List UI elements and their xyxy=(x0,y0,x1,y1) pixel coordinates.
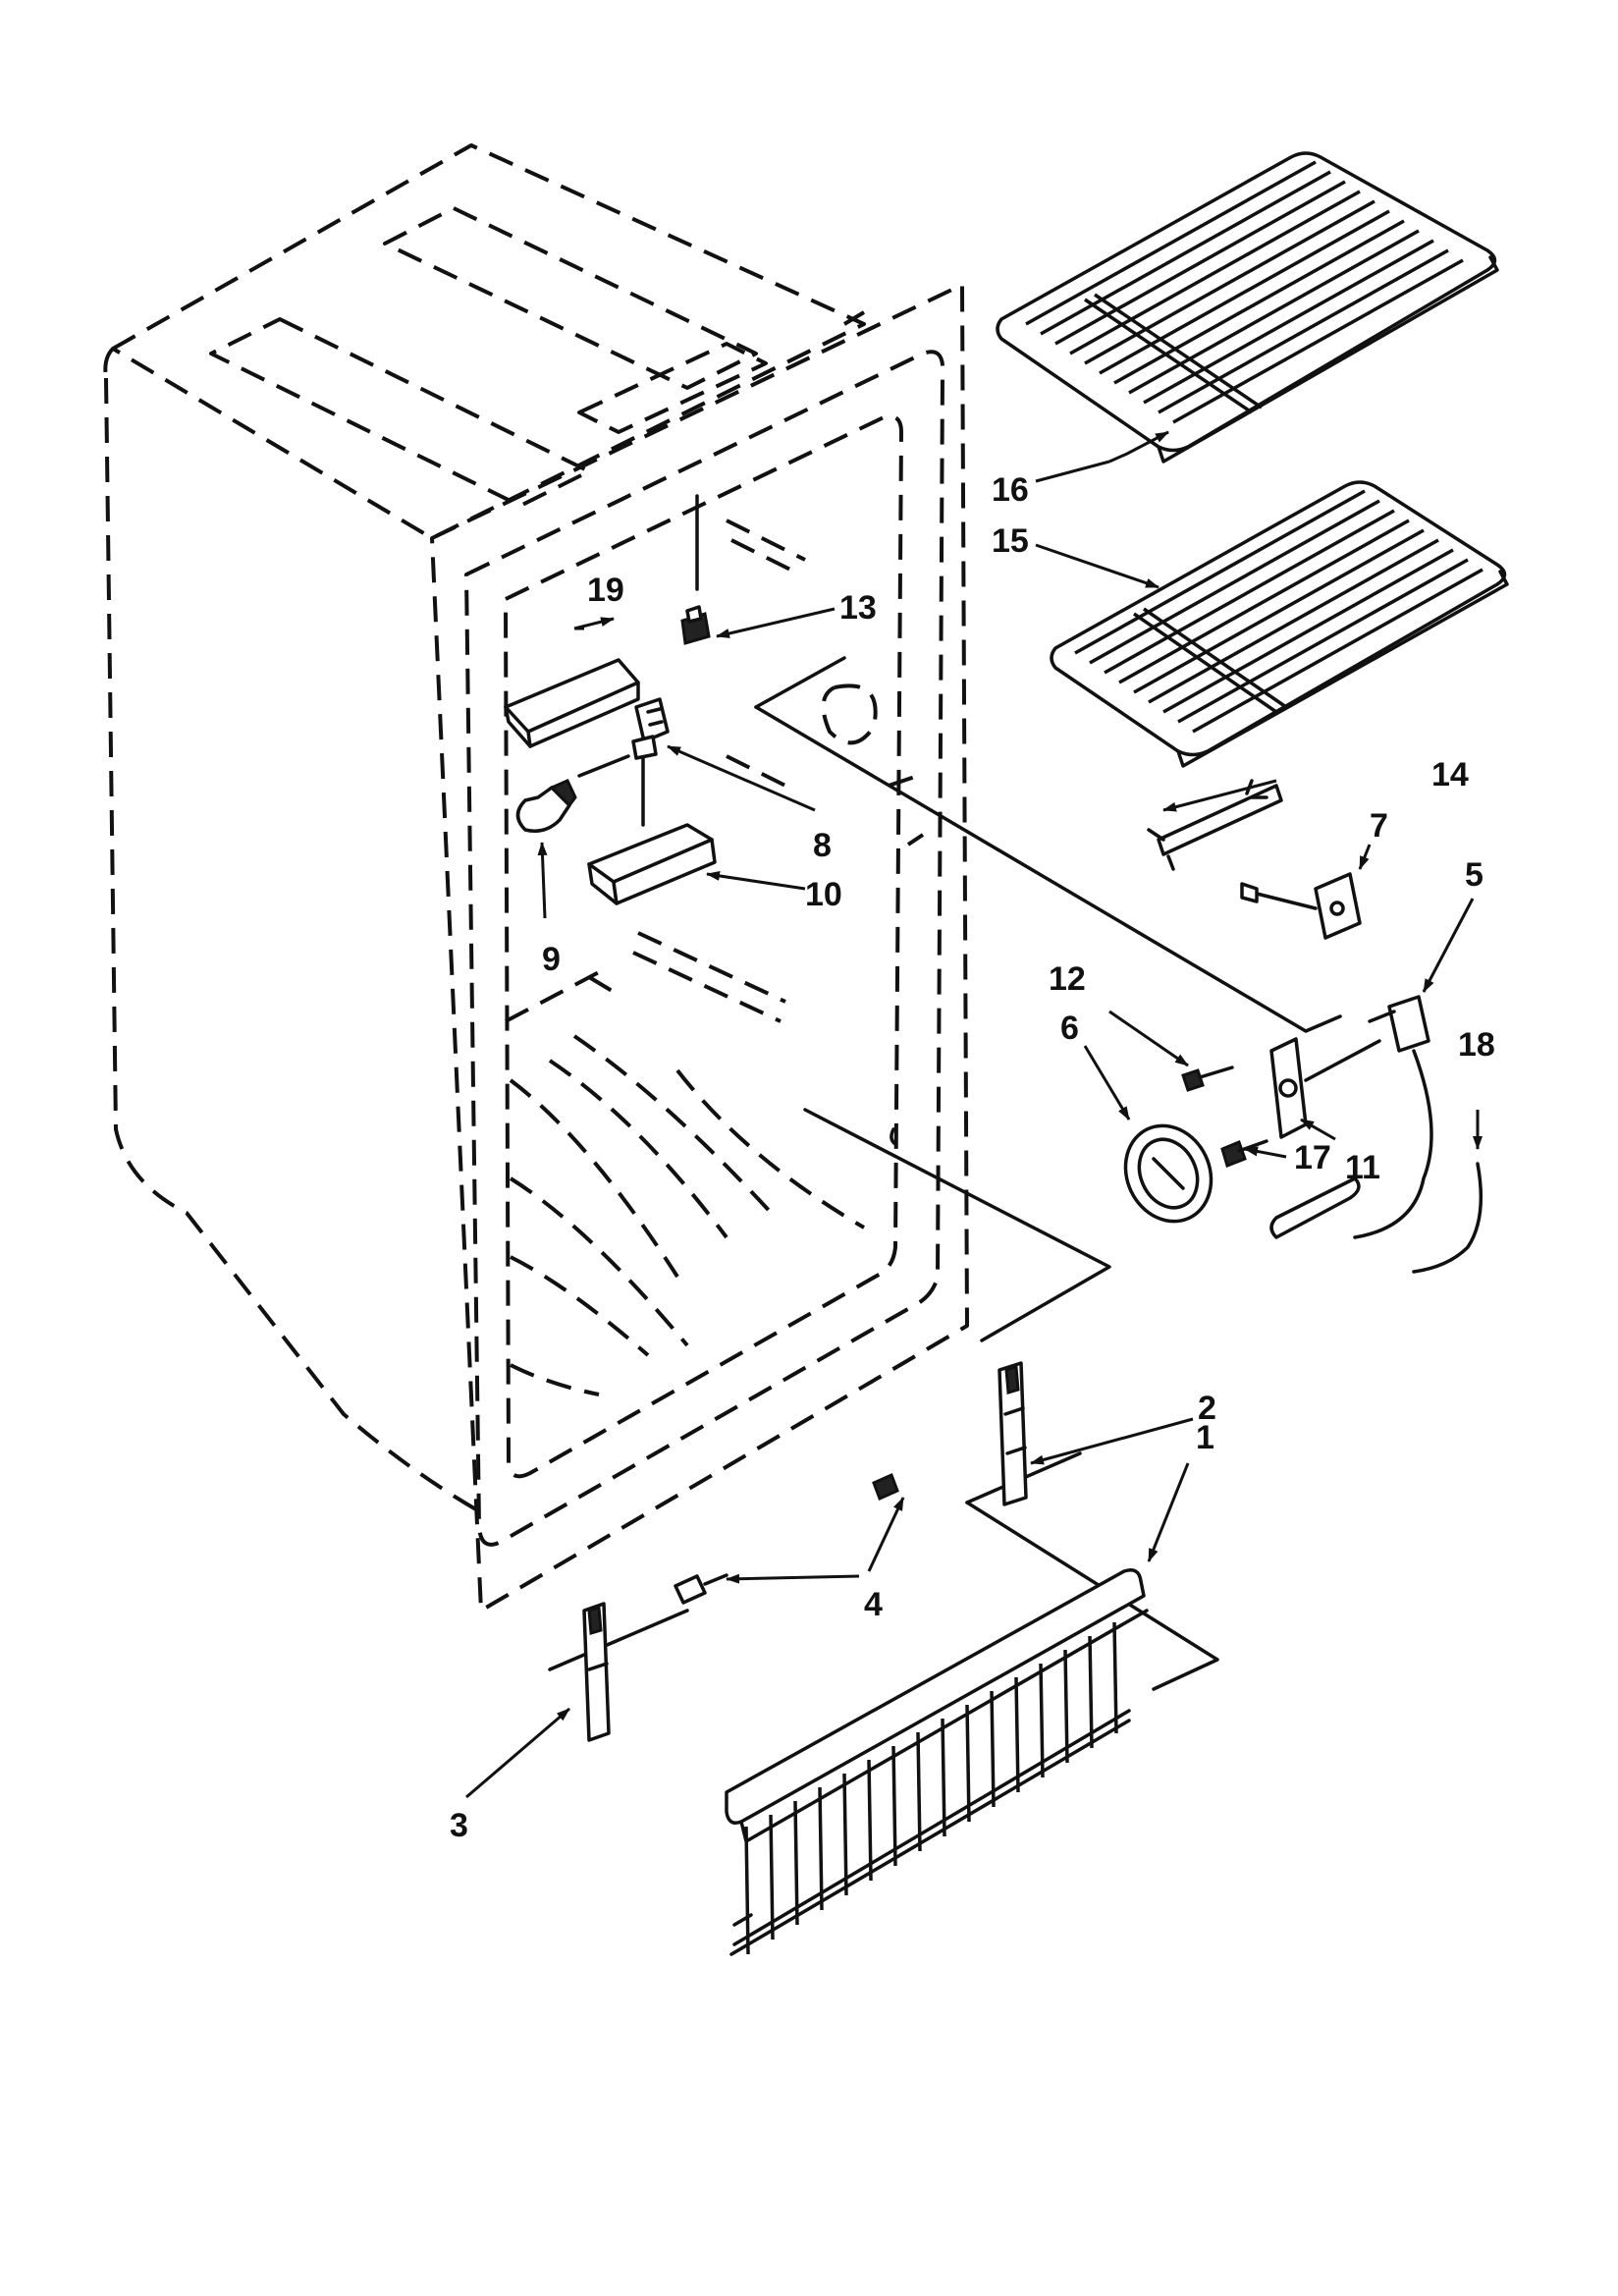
part-10-light-shield xyxy=(587,823,717,905)
routing-lines xyxy=(548,494,1342,1691)
part-1-basket-rack xyxy=(725,1568,1149,1956)
callout-2: 2 xyxy=(1198,1390,1216,1427)
shelf-15-wires xyxy=(1074,489,1483,734)
part-13-switch xyxy=(680,605,711,645)
callout-7: 7 xyxy=(1370,807,1388,845)
part-17-screw xyxy=(1220,1139,1268,1168)
callout-1: 1 xyxy=(1196,1419,1214,1456)
shelf-16-wires xyxy=(1025,160,1464,424)
callout-17: 17 xyxy=(1294,1139,1331,1176)
part-7-control xyxy=(1240,872,1362,940)
callout-14: 14 xyxy=(1431,756,1469,793)
callout-9: 9 xyxy=(542,941,561,978)
callout-11: 11 xyxy=(1345,1149,1380,1186)
leader-lines xyxy=(465,430,1483,1799)
part-18-tube xyxy=(1412,1162,1483,1274)
part-9-bulb xyxy=(515,754,630,833)
part-14-shelf-support xyxy=(1147,779,1283,871)
part-15-wire-shelf xyxy=(1050,480,1509,768)
callout-15: 15 xyxy=(992,522,1029,560)
callout-5: 5 xyxy=(1465,856,1483,894)
part-19-light-housing xyxy=(504,658,640,748)
callout-10: 10 xyxy=(805,876,842,913)
callout-8: 8 xyxy=(813,827,832,864)
part-3-bracket xyxy=(582,1602,611,1742)
part-8-socket xyxy=(631,697,670,760)
callout-4: 4 xyxy=(864,1586,883,1623)
part-4-screws xyxy=(674,1472,899,1605)
part-11-plate xyxy=(1269,1037,1381,1139)
part-6-knob xyxy=(1123,1123,1214,1224)
part-5-thermostat xyxy=(1269,995,1433,1239)
callout-3: 3 xyxy=(450,1807,468,1844)
cabinet-outline xyxy=(103,143,969,1613)
part-2-bracket xyxy=(998,1361,1028,1506)
part-16-wire-shelf xyxy=(996,151,1499,464)
callout-6: 6 xyxy=(1060,1010,1079,1047)
callout-12: 12 xyxy=(1049,960,1086,998)
part-12-screw xyxy=(1181,1066,1234,1092)
callout-18: 18 xyxy=(1458,1026,1495,1064)
callout-16: 16 xyxy=(992,471,1029,509)
callout-labels: 1 2 3 4 5 6 7 8 9 10 11 12 13 14 15 16 1… xyxy=(450,471,1495,1844)
rack-bars xyxy=(744,1621,1118,1955)
callout-13: 13 xyxy=(839,589,877,627)
callout-19: 19 xyxy=(587,572,624,609)
